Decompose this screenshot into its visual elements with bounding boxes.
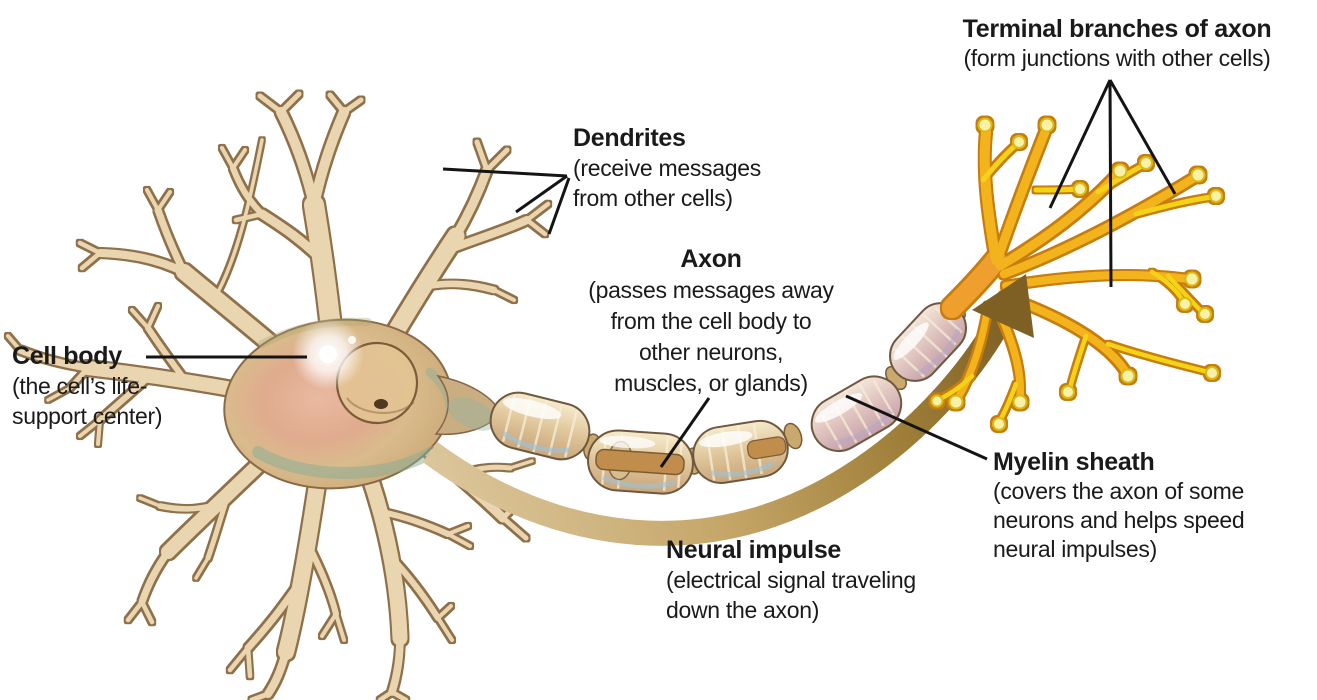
label-terminal-branches: Terminal branches of axon (form junction…	[915, 15, 1317, 73]
label-axon: Axon (passes messages away from the cell…	[544, 244, 878, 399]
myelin-segment-cutaway	[587, 429, 694, 495]
label-cell-body: Cell body (the cell’s life- support cent…	[12, 341, 163, 431]
terminal-branches-desc: (form junctions with other cells)	[963, 45, 1271, 71]
myelin-sheath-desc-line: neural impulses)	[993, 536, 1157, 562]
myelin-sheath-desc-line: neurons and helps speed	[993, 507, 1245, 533]
myelin-sheath-desc-line: (covers the axon of some	[993, 478, 1245, 504]
terminal-branches-pointer-lines	[1048, 79, 1177, 288]
myelin-pointer-line	[845, 394, 988, 461]
axon-pointer-line	[659, 397, 711, 468]
neural-impulse-title: Neural impulse	[666, 536, 842, 564]
nucleolus	[374, 399, 388, 409]
label-dendrites: Dendrites (receive messages from other c…	[573, 123, 761, 213]
myelin-sheath-title: Myelin sheath	[993, 448, 1155, 476]
axon-desc-line: other neurons,	[638, 339, 784, 365]
cell-body-desc-line: (the cell’s life-	[12, 373, 148, 399]
cell-body-desc-line: support center)	[12, 403, 163, 429]
myelin-segment	[889, 302, 967, 382]
axon-hillock	[434, 374, 501, 436]
neural-impulse-desc-line: (electrical signal traveling	[666, 567, 916, 593]
dendrites-title: Dendrites	[573, 124, 686, 152]
axon-desc-line: from the cell body to	[610, 308, 812, 334]
label-neural-impulse: Neural impulse (electrical signal travel…	[666, 535, 916, 625]
neural-impulse-arrow	[422, 310, 1014, 546]
dendrites-pointer-lines	[442, 167, 571, 235]
cell-body	[223, 317, 455, 490]
dendrites	[6, 91, 551, 700]
terminal-branches	[930, 117, 1223, 431]
terminal-branches-title: Terminal branches of axon	[962, 15, 1272, 43]
cell-body-title: Cell body	[12, 342, 122, 370]
label-myelin-sheath: Myelin sheath (covers the axon of some n…	[993, 448, 1245, 564]
myelin-sheath	[489, 302, 967, 495]
axon-title: Axon	[680, 245, 742, 273]
myelin-segment	[692, 419, 789, 484]
axon-desc-line: (passes messages away	[588, 277, 834, 303]
synaptic-knobs	[930, 117, 1223, 431]
dendrites-desc-line: (receive messages	[573, 155, 761, 181]
myelin-segment	[489, 391, 591, 461]
dendrites-desc-line: from other cells)	[573, 185, 733, 211]
neural-impulse-arrowhead	[972, 274, 1034, 338]
neural-impulse-desc-line: down the axon)	[666, 597, 820, 623]
axon-desc-line: muscles, or glands)	[614, 370, 808, 396]
